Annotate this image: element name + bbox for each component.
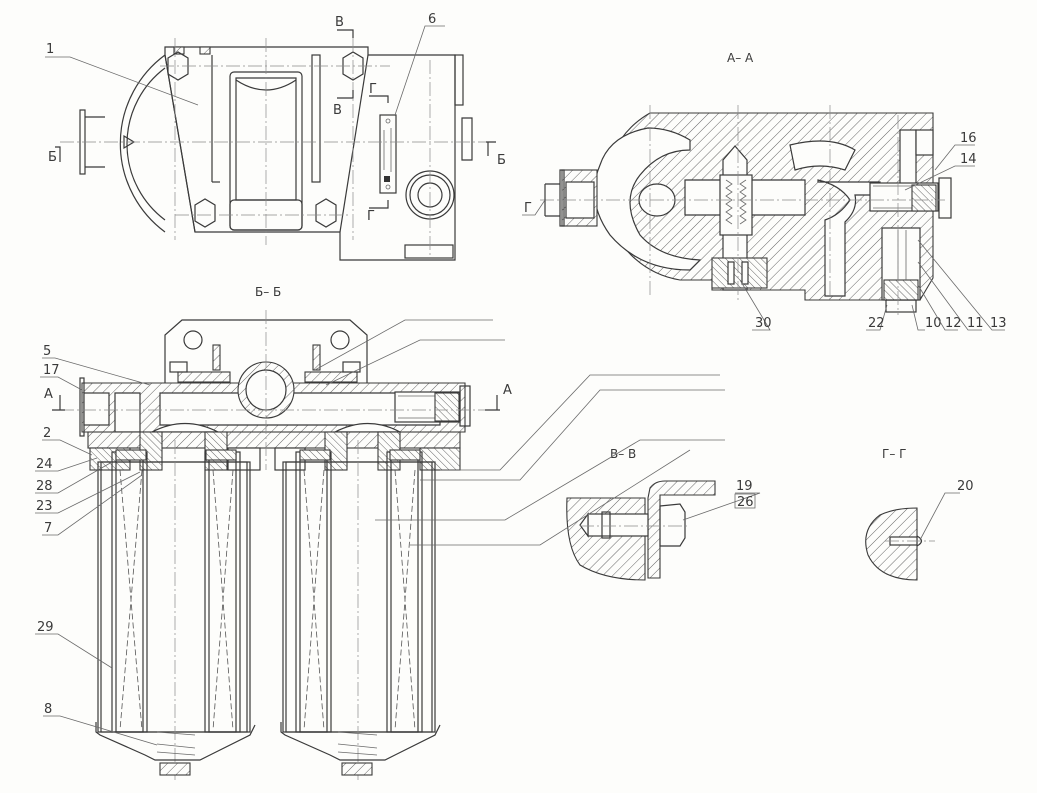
bolt-head [659, 503, 686, 547]
drain-plug-left [159, 762, 191, 776]
section-aa-title: А– А [727, 51, 754, 65]
drain-plug-right [341, 762, 373, 776]
part-label-12: 12 [945, 316, 962, 331]
section-gg-title: Г– Г [882, 447, 906, 461]
part-label-1: 1 [46, 42, 54, 57]
section-mark-a-right: А [503, 383, 512, 398]
filter-element-left [97, 440, 251, 780]
part-label-20: 20 [957, 479, 974, 494]
part-label-13: 13 [990, 316, 1007, 331]
part-label-11: 11 [967, 316, 984, 331]
part-label-26: 26 [737, 495, 754, 510]
section-vv-title: В– В [610, 447, 636, 461]
part-label-19: 19 [736, 479, 753, 494]
section-mark-a-left: А [44, 387, 53, 402]
part-label-5: 5 [43, 344, 51, 359]
part-label-17: 17 [43, 363, 60, 378]
part-label-28: 28 [36, 479, 53, 494]
section-mark-b-right: Б [497, 153, 506, 168]
top-view [55, 29, 496, 261]
part-label-22: 22 [868, 316, 885, 331]
section-bb [52, 310, 505, 780]
part-label-24: 24 [36, 457, 53, 472]
section-mark-b-left: Б [48, 150, 57, 165]
nameplate [379, 114, 397, 194]
part-label-14: 14 [960, 152, 977, 167]
section-bb-title: Б– Б [255, 285, 281, 299]
flow-arrow-icon [123, 134, 136, 150]
plug-bolt [938, 177, 952, 219]
bowl-right [280, 722, 441, 761]
section-mark-g-top: Г [369, 82, 377, 97]
part-label-29: 29 [37, 620, 54, 635]
filter-element-right [282, 440, 436, 780]
part-label-16: 16 [960, 131, 977, 146]
part-label-8: 8 [44, 702, 52, 717]
part-label-10: 10 [925, 316, 942, 331]
part-label-2: 2 [43, 426, 51, 441]
section-mark-v-top: В [335, 15, 344, 30]
part-label-6: 6 [428, 12, 436, 27]
section-vv [566, 480, 716, 581]
part-label-26-box [734, 493, 756, 509]
section-mark-g-bottom: Г [367, 209, 375, 224]
part-label-30: 30 [755, 316, 772, 331]
section-mark-g-aa: Г [524, 201, 532, 216]
part-label-23: 23 [36, 499, 53, 514]
section-gg [865, 507, 935, 581]
section-mark-v-bottom: В [333, 103, 342, 118]
section-aa [540, 105, 952, 315]
part-label-7: 7 [44, 521, 52, 536]
bowl-left [95, 722, 256, 761]
relief-plug [711, 257, 768, 289]
